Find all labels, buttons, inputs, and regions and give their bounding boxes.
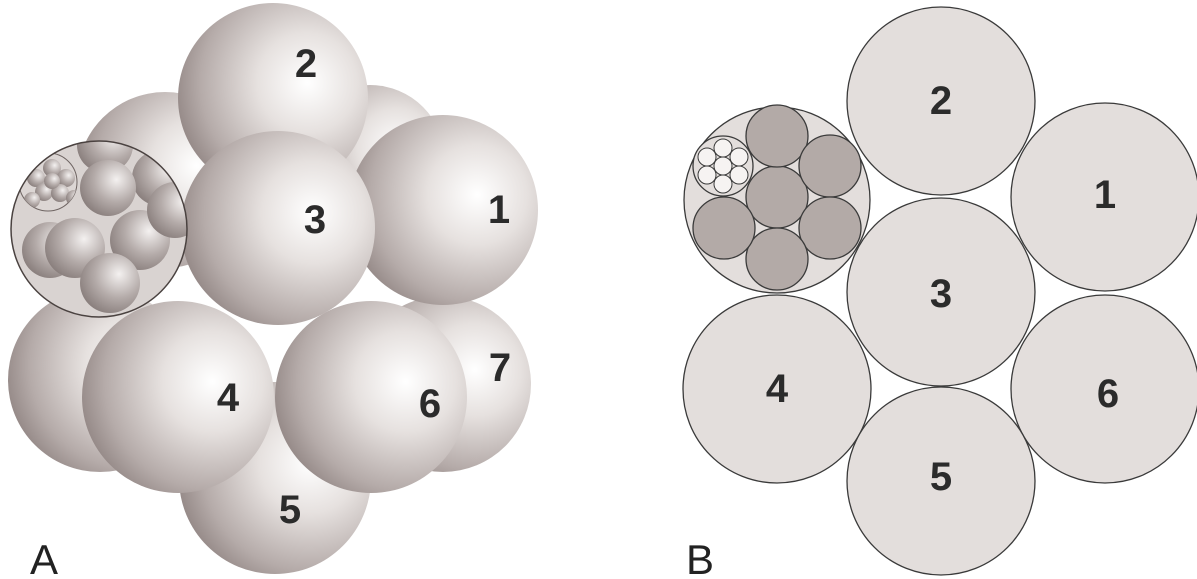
circle-4 <box>682 294 872 484</box>
sphere-4 <box>82 301 274 493</box>
panel-a: 1 2 3 4 5 6 7 A <box>8 3 538 579</box>
circle-label-4: 4 <box>766 367 789 411</box>
sphere-label-3: 3 <box>304 198 326 242</box>
circle-2 <box>846 6 1036 196</box>
circle-5 <box>846 386 1036 576</box>
sphere-3 <box>181 131 375 325</box>
sphere-1 <box>348 115 538 305</box>
panel-b: 1 2 3 4 5 6 B <box>682 6 1197 579</box>
magnified-cluster-b <box>683 104 871 294</box>
sphere-label-6: 6 <box>419 382 441 426</box>
sphere-label-1: 1 <box>488 188 510 232</box>
sphere-label-2: 2 <box>295 42 317 86</box>
circle-label-6: 6 <box>1097 372 1119 416</box>
panel-letter-b: B <box>686 536 714 579</box>
circle-6 <box>1010 294 1197 484</box>
sphere-label-4: 4 <box>217 376 240 420</box>
sphere-6 <box>275 301 467 493</box>
magnified-cluster-a <box>10 140 188 318</box>
circle-3 <box>846 197 1036 387</box>
sphere-label-7: 7 <box>489 346 511 390</box>
circle-label-5: 5 <box>930 455 952 499</box>
circle-1 <box>1010 102 1197 292</box>
panel-letter-a: A <box>30 536 58 579</box>
circle-label-1: 1 <box>1094 173 1116 217</box>
sphere-label-5: 5 <box>279 488 301 532</box>
circle-label-2: 2 <box>930 79 952 123</box>
circle-label-3: 3 <box>930 272 952 316</box>
